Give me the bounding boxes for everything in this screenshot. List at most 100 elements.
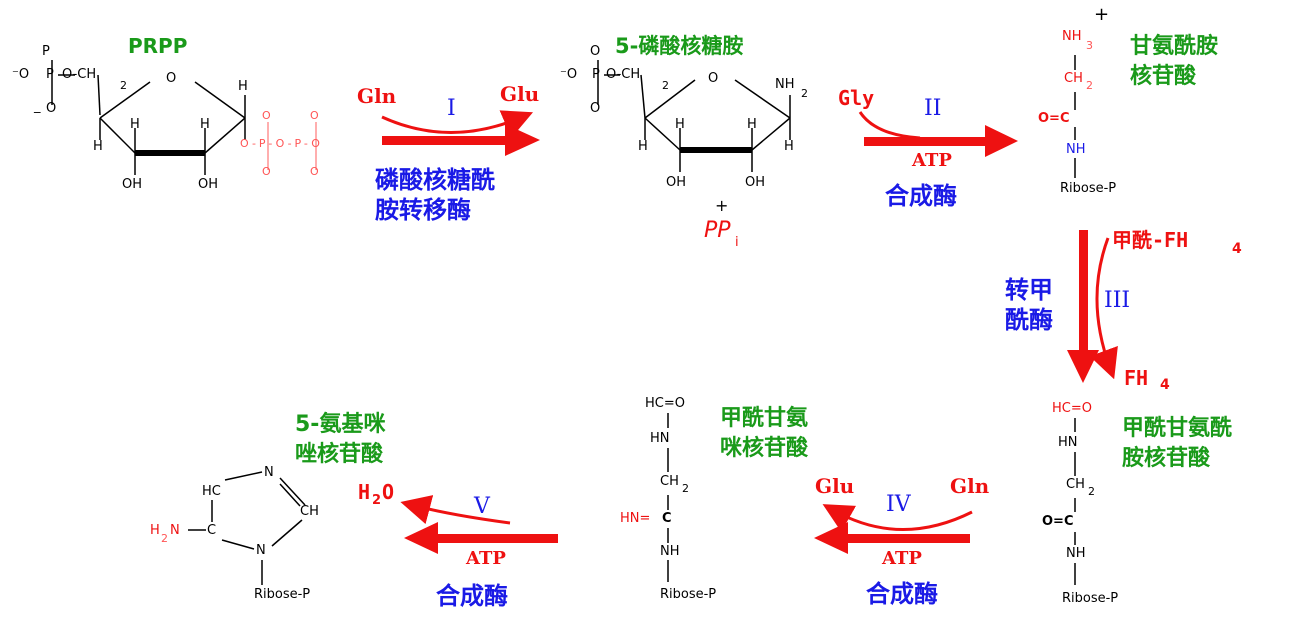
- prpp-structure: [51, 60, 246, 175]
- step3-fh4: FH: [1124, 366, 1149, 390]
- air-ribose: Ribose-P: [254, 587, 311, 602]
- prpp-h-c3: H: [130, 117, 140, 132]
- step4-roman: IV: [886, 492, 911, 517]
- fgar-hco: HC=O: [1052, 401, 1092, 416]
- gar-label-line1: 甘氨酰胺: [1130, 34, 1219, 59]
- fgar-hn: HN: [1058, 435, 1078, 450]
- step3-in-sub: 4: [1232, 241, 1242, 257]
- reaction-arrows: [381, 110, 1118, 554]
- air-h2n-n: N: [170, 523, 180, 538]
- fgar-co: O=C: [1042, 514, 1074, 529]
- ra-ring-o: O: [708, 71, 719, 86]
- fgar-label-line1: 甲酰甘氨酰: [1122, 416, 1233, 441]
- gar-ch2: CH: [1064, 71, 1083, 86]
- air-h2n-h: H: [150, 523, 160, 538]
- fgar-ribose: Ribose-P: [1062, 591, 1119, 606]
- ra-ch2-sub: 2: [662, 79, 669, 92]
- gar-nh3: NH: [1062, 29, 1082, 44]
- air-ch: CH: [300, 504, 319, 519]
- step5-h2o-h: H: [358, 480, 371, 504]
- ra-h-left: H: [638, 139, 648, 154]
- fgar-label-line2: 胺核苷酸: [1122, 446, 1211, 471]
- prpp-pyrophosphate: [267, 122, 317, 170]
- ppi-plus: +: [715, 196, 729, 215]
- prpp-label: PRPP: [128, 34, 188, 58]
- step1-gln: Gln: [357, 84, 397, 108]
- step3-enzyme-line2: 酰酶: [1005, 306, 1053, 334]
- fgar-ch2: CH: [1066, 477, 1085, 492]
- ra-label: 5-磷酸核糖胺: [615, 34, 744, 58]
- prpp-ominus: ⁻O: [12, 67, 30, 82]
- step4-enzyme: 合成酶: [866, 580, 938, 608]
- step4-atp: ATP: [882, 548, 922, 569]
- air-label-line1: 5-氨基咪: [295, 412, 386, 437]
- fgam-nh: NH: [660, 544, 680, 559]
- prpp-o-ch2: O-CH: [62, 67, 97, 82]
- gar-nh3-sub: 3: [1086, 39, 1093, 52]
- step3-formyl-fh4: 甲酰-FH: [1112, 228, 1189, 252]
- air-n-bottom: N: [256, 543, 266, 558]
- gar-nh: NH: [1066, 142, 1086, 157]
- prpp-h-right: H: [238, 79, 248, 94]
- ra-nh2-sub: 2: [801, 87, 808, 100]
- prpp-pp-o2: O: [310, 109, 319, 122]
- ra-o-ch2: O-CH: [606, 67, 641, 82]
- step5-enzyme: 合成酶: [436, 582, 508, 610]
- ra-h-c3: H: [675, 117, 685, 132]
- gar-ch2-sub: 2: [1086, 79, 1093, 92]
- ra-oh-2: OH: [745, 175, 766, 190]
- gar-co: O=C: [1038, 111, 1070, 126]
- gar-ribose: Ribose-P: [1060, 181, 1117, 196]
- fgar-ch2-sub: 2: [1088, 485, 1095, 498]
- step1-roman: I: [447, 96, 456, 121]
- prpp-ch2-sub: 2: [120, 79, 127, 92]
- fgar-nh: NH: [1066, 546, 1086, 561]
- air-label-line2: 唑核苷酸: [295, 442, 384, 467]
- ppi-sub: i: [735, 235, 739, 250]
- ra-nh2: NH: [775, 77, 795, 92]
- ra-p: P: [592, 67, 600, 82]
- prpp-minus: _: [34, 99, 41, 114]
- step2-gly: Gly: [838, 86, 875, 110]
- step1-glu: Glu: [500, 82, 540, 106]
- air-hc: HC: [202, 484, 221, 499]
- ra-h-c2: H: [747, 117, 757, 132]
- step4-glu: Glu: [815, 474, 855, 498]
- ra-structure: [597, 60, 791, 172]
- step5-roman: V: [474, 494, 490, 519]
- ra-o-bottom: O: [590, 101, 601, 116]
- fgam-c: C: [662, 511, 672, 526]
- prpp-h-left: H: [93, 139, 103, 154]
- step2-atp: ATP: [912, 150, 952, 171]
- prpp-pp-o1: O: [262, 109, 271, 122]
- ra-ominus: ⁻O: [560, 67, 578, 82]
- step2-roman: II: [924, 96, 942, 121]
- step3-enzyme-line1: 转甲: [1005, 276, 1053, 304]
- step2-enzyme: 合成酶: [885, 182, 957, 210]
- prpp-p: P: [46, 67, 54, 82]
- fgam-ribose: Ribose-P: [660, 587, 717, 602]
- air-n: N: [264, 465, 274, 480]
- prpp-oh-1: OH: [122, 177, 143, 192]
- prpp-pp-ominus1: O: [262, 165, 271, 178]
- step1-enzyme-line2: 胺转移酶: [375, 196, 471, 224]
- gar-plus: +: [1094, 4, 1110, 25]
- ra-o-top: O: [590, 44, 601, 59]
- fgam-label-line1: 甲酰甘氨: [720, 406, 809, 431]
- prpp-ring-o: O: [166, 71, 177, 86]
- fgam-hco: HC=O: [645, 396, 685, 411]
- fgam-hn-eq: HN=: [620, 511, 651, 526]
- air-h2n-sub: 2: [161, 532, 168, 545]
- fgam-ch2: CH: [660, 474, 679, 489]
- ra-oh-1: OH: [666, 175, 687, 190]
- fgam-hn: HN: [650, 431, 670, 446]
- prpp-o-bottom: O: [46, 101, 57, 116]
- prpp-pp-chain: O-P-O-P-O: [240, 137, 323, 150]
- step3-roman: III: [1104, 288, 1131, 313]
- step3-out-sub: 4: [1160, 377, 1170, 393]
- prpp-h-c2: H: [200, 117, 210, 132]
- step5-atp: ATP: [466, 548, 506, 569]
- air-c: C: [207, 523, 217, 538]
